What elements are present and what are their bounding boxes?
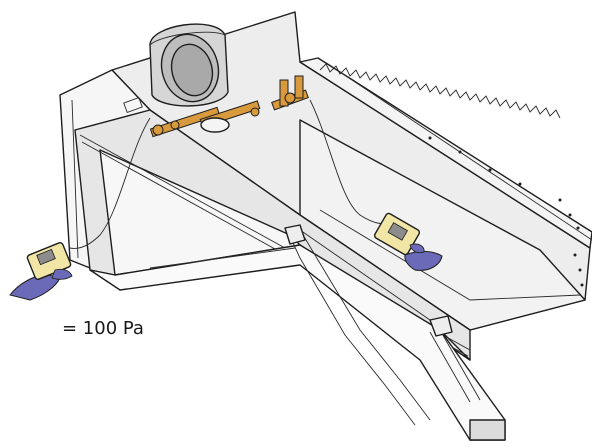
duct-collar-icon	[149, 23, 229, 107]
right-side-panel	[299, 57, 592, 249]
hand-icon	[51, 268, 73, 280]
pressure-reading-label: = 100 Pa	[62, 318, 144, 339]
discharge-louver-frame	[89, 224, 506, 441]
pressure-meter-right-icon	[373, 212, 443, 271]
hand-icon	[409, 243, 425, 254]
copper-pipe-assembly	[149, 75, 309, 138]
pressure-meter-left-icon	[9, 242, 73, 301]
rear-inner-panel	[299, 119, 586, 331]
